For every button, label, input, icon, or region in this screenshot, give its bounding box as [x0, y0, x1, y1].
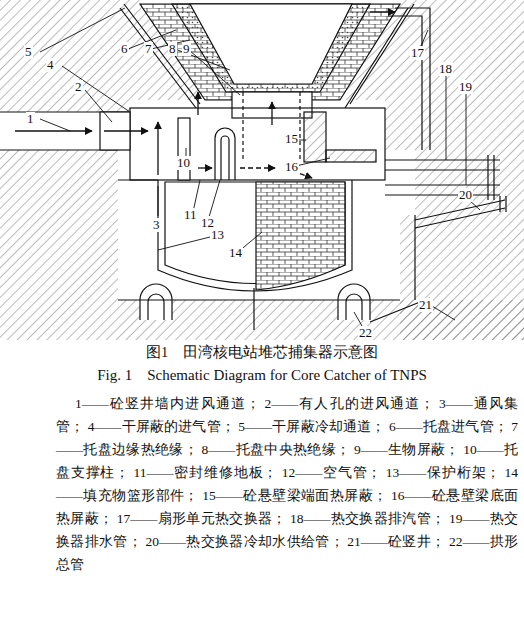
key-entry: 5——干屏蔽冷却通道； [238, 419, 385, 434]
core-catcher-illustration [0, 0, 524, 340]
callout-number: 3 [152, 218, 161, 232]
callout-number: 16 [284, 160, 299, 174]
callout-number: 5 [24, 45, 33, 59]
key-entry: 12——空气管； [282, 465, 382, 480]
part-key: 1——砼竖井墙内进风通道； 2——有人孔的进风通道； 3——通风集管； 4——干… [56, 392, 518, 576]
callout-number: 18 [438, 62, 453, 76]
callout-number: 19 [458, 80, 473, 94]
callout-number: 9 [182, 42, 191, 56]
key-entry: 4——干屏蔽的进气管； [88, 419, 235, 434]
callout-number: 14 [228, 246, 243, 260]
callout-number: 10 [176, 156, 191, 170]
key-entry: 1——砼竖井墙内进风通道； [75, 396, 260, 411]
key-entry: 11——密封维修地板； [134, 465, 278, 480]
callout-number: 2 [74, 80, 83, 94]
callout-number: 15 [284, 132, 299, 146]
callout-number: 6 [120, 42, 129, 56]
key-entry: 8——托盘中央热绝缘； [202, 442, 351, 457]
callout-number: 13 [210, 228, 225, 242]
structure [0, 0, 524, 340]
callout-number: 20 [458, 188, 473, 202]
callout-number: 7 [144, 42, 153, 56]
airflow-arrows [15, 12, 395, 178]
key-entry: 13——保护桁架； [386, 465, 501, 480]
key-entry: 2——有人孔的进风通道； [264, 396, 434, 411]
callout-number: 4 [46, 58, 55, 72]
callout-number: 11 [183, 208, 198, 222]
key-entry: 21——砼竖井； [347, 534, 445, 549]
key-entry: 15——砼悬壁梁端面热屏蔽； [202, 488, 387, 503]
callout-number: 17 [410, 46, 425, 60]
leader-lines [40, 8, 480, 326]
key-entry: 20——热交换器冷却水供给管； [145, 534, 343, 549]
key-entry: 18——热交换器排汽管； [290, 511, 445, 526]
key-entry: 17——扇形单元热交换器； [117, 511, 287, 526]
figure-caption: 图1 田湾核电站堆芯捕集器示意图 [0, 343, 524, 362]
callout-number: 1 [26, 112, 35, 126]
callout-number: 8 [168, 42, 177, 56]
callout-number: 21 [418, 298, 433, 312]
callout-number: 22 [358, 326, 373, 340]
key-entry: 6——托盘进气管； [389, 419, 508, 434]
english-caption: Fig. 1 Schematic Diagram for Core Catche… [0, 366, 524, 385]
key-entry: 9——生物屏蔽； [354, 442, 460, 457]
